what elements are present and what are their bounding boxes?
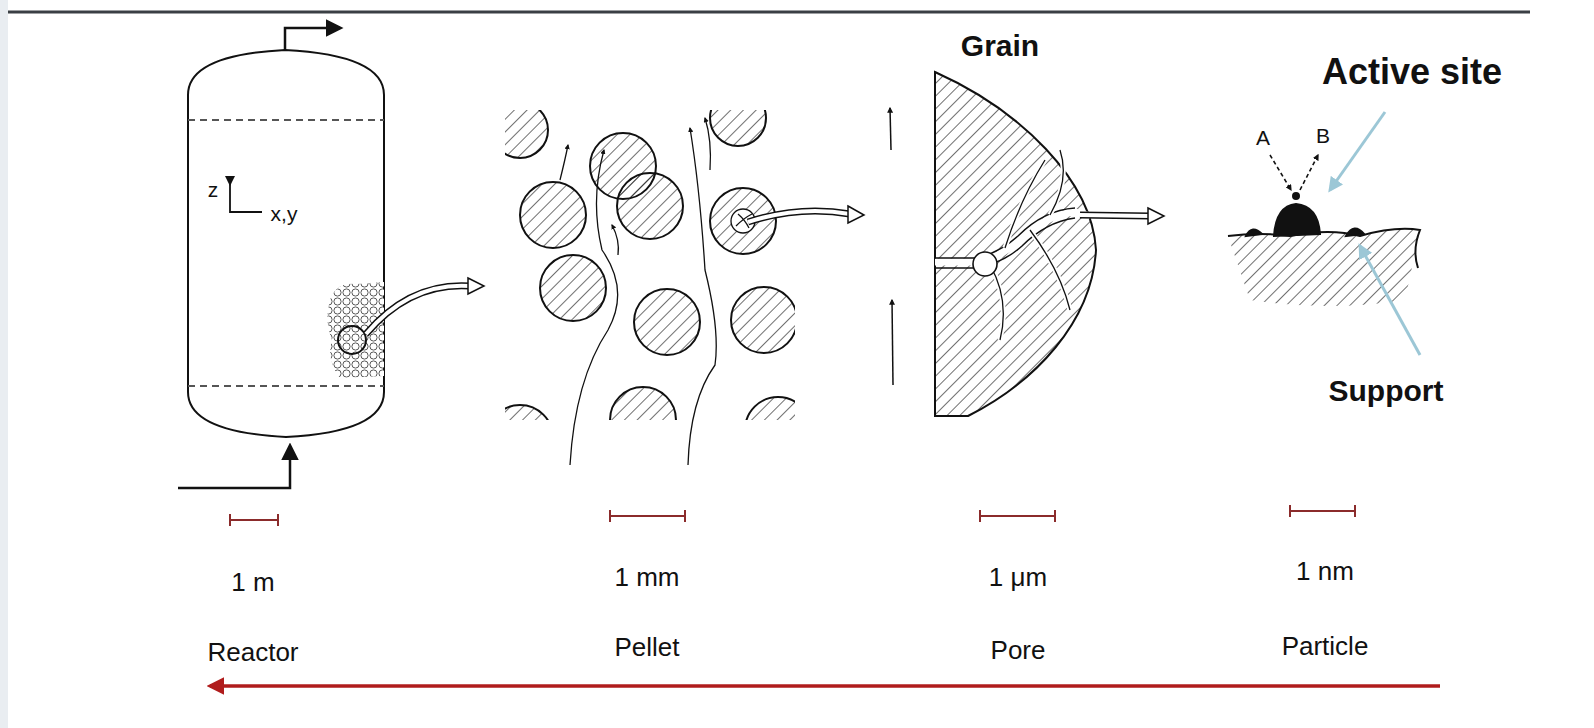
label: x,y <box>271 202 298 225</box>
label: Pore <box>991 636 1046 665</box>
label: B <box>1316 124 1330 147</box>
particle <box>1228 155 1420 306</box>
pellet-flow <box>560 118 755 465</box>
reactor <box>178 28 484 488</box>
label: z <box>208 178 219 201</box>
scale-arrow <box>210 684 1440 688</box>
label: Pellet <box>614 633 679 662</box>
label: 1 m <box>231 568 274 597</box>
label: Support <box>1329 374 1444 407</box>
pellet-bed <box>505 110 795 420</box>
label: Reactor <box>207 638 298 667</box>
grain <box>935 72 1096 416</box>
label: 1 nm <box>1296 557 1354 586</box>
pore-flow <box>890 108 893 385</box>
zoom-arrow <box>1080 208 1164 224</box>
label: Active site <box>1322 52 1502 92</box>
label: A <box>1256 126 1270 149</box>
label: 1 mm <box>615 563 680 592</box>
label: Grain <box>961 29 1039 62</box>
label: Particle <box>1282 632 1369 661</box>
scale-bar <box>230 505 1355 526</box>
label: 1 μm <box>989 563 1047 592</box>
leader-line <box>1330 112 1420 355</box>
zoom-arrow <box>748 206 864 223</box>
